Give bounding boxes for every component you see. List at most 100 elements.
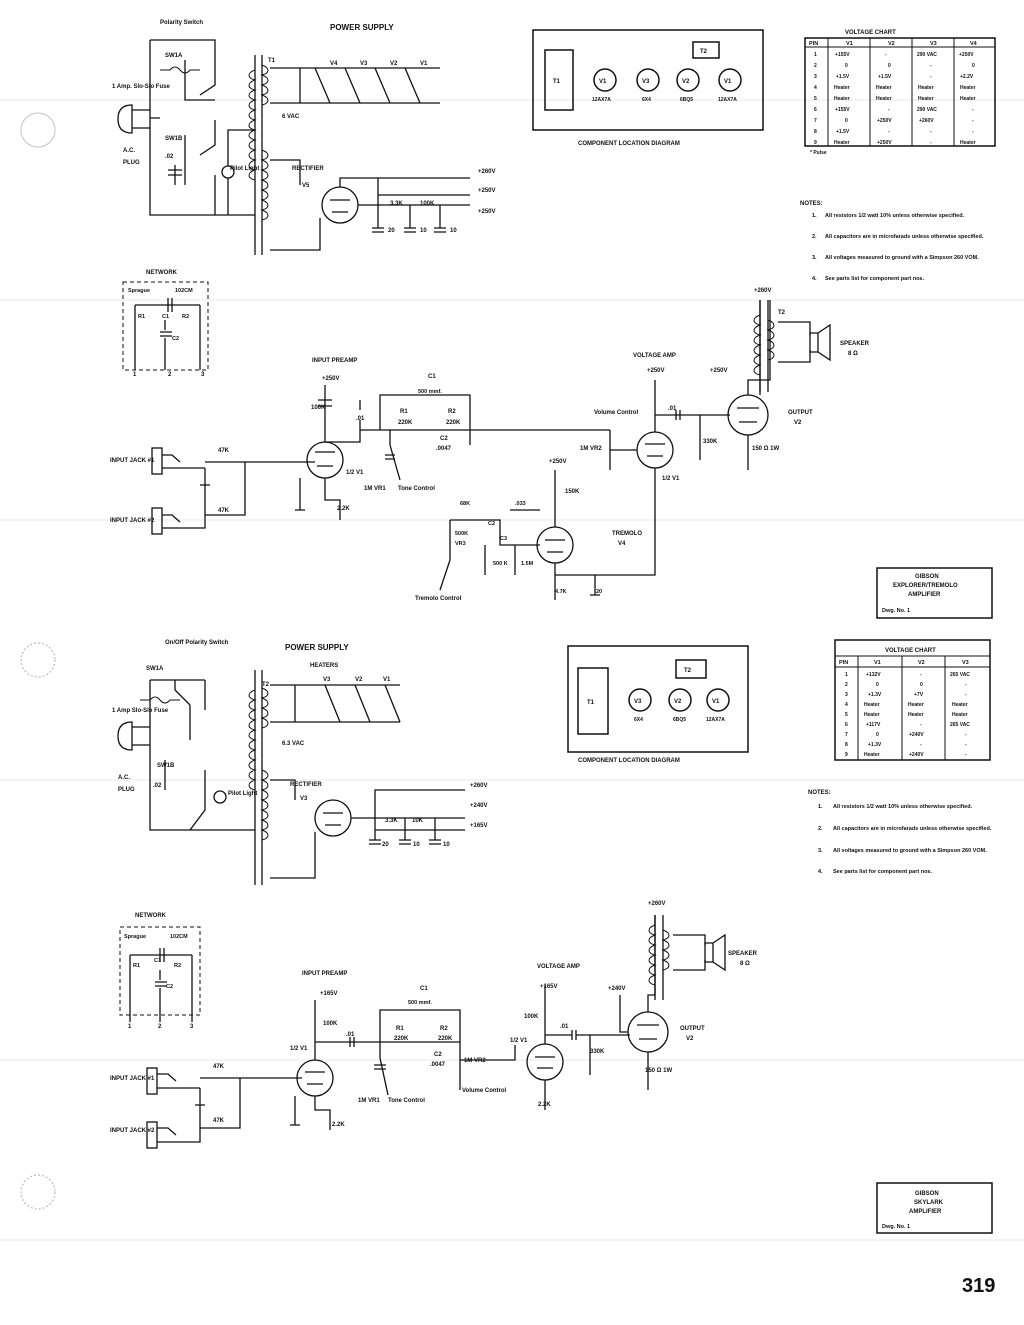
- upper-vc-cell: 0: [845, 63, 848, 69]
- upper-layout-tube-1-name: V1: [599, 79, 607, 85]
- upper-voltage-chart-grid: [805, 38, 995, 146]
- lower-heater-tube-3: V1: [383, 677, 391, 683]
- upper-polarity-switch-label: Polarity Switch: [160, 20, 203, 26]
- upper-layout-tube-4-name: V1: [724, 79, 732, 85]
- lower-cap-2: 10: [413, 842, 420, 848]
- lower-layout-tube-3-name: V1: [712, 699, 720, 705]
- upper-preamp-tube-icon: [306, 441, 344, 479]
- upper-sw1a-label: SW1A: [165, 53, 183, 59]
- lower-sw1b-label: SW1B: [157, 763, 175, 769]
- binder-holes: [20, 112, 56, 1210]
- upper-rectifier-tube-icon: [321, 186, 359, 224]
- upper-network-r2: R2: [182, 314, 189, 320]
- lower-c2-value: .0047: [430, 1062, 446, 1068]
- upper-input-jack-1: INPUT JACK #1: [110, 458, 155, 464]
- upper-vc-cell: 290 VAC: [917, 52, 937, 58]
- lower-vc-cell: 265 VAC: [950, 722, 970, 728]
- lower-layout-t1-label: T1: [587, 700, 595, 706]
- upper-trem-part-4: C2: [488, 521, 495, 527]
- lower-preamp-wiring: [290, 1000, 516, 1130]
- lower-cap-02: .02: [153, 783, 162, 789]
- upper-layout-tube-4: [718, 68, 742, 92]
- upper-vc-cell: +2.2V: [960, 74, 974, 80]
- lower-layout-tube-1: [628, 688, 652, 712]
- lower-vc-h1: V1: [874, 660, 881, 666]
- lower-volume-control: Volume Control: [462, 1088, 507, 1094]
- lower-vr1: 1M VR1: [358, 1098, 380, 1104]
- upper-r100k: 100K: [311, 405, 326, 411]
- lower-switch-label: On/Off Polarity Switch: [165, 640, 229, 646]
- upper-vc-cell: Heater: [960, 96, 976, 102]
- lower-fuse-icon: [140, 696, 180, 704]
- upper-vc-cell: 1: [814, 52, 817, 58]
- lower-c01-a: .01: [346, 1032, 355, 1038]
- lower-title-dwg: Dwg. No. 1: [882, 1224, 910, 1230]
- upper-vc-cell: -: [972, 107, 974, 113]
- upper-r2: R2: [448, 409, 456, 415]
- lower-speaker-label: SPEAKER: [728, 951, 758, 957]
- lower-vc-cell: +240V: [909, 752, 924, 758]
- lower-r1: R1: [396, 1026, 404, 1032]
- lower-r47k-b: 47K: [213, 1118, 225, 1124]
- lower-speaker-icon: [704, 933, 726, 972]
- upper-vc-cell: 0: [845, 118, 848, 124]
- upper-vc-cell: +1.5V: [836, 74, 850, 80]
- upper-network-title: NETWORK: [146, 270, 178, 276]
- lower-network: NETWORK Sprague 102CM R1 C1 R2 C2 1 2 3: [119, 913, 201, 1030]
- upper-layout-tube-1-type: 12AX7A: [592, 97, 611, 103]
- lower-network-c1: C1: [154, 958, 161, 964]
- lower-vc-cell: 0: [876, 732, 879, 738]
- upper-r22k: 2.2K: [337, 506, 350, 512]
- upper-layout-t1: [544, 49, 574, 111]
- upper-layout-t1-label: T1: [553, 79, 561, 85]
- upper-power-supply-title: POWER SUPPLY: [330, 23, 394, 32]
- upper-fuse-label: 1 Amp. Slo-Slo Fuse: [112, 84, 170, 90]
- lower-vc-cell: +7V: [914, 692, 924, 698]
- upper-layout-tube-3: [676, 68, 700, 92]
- lower-notes-num-1: 1.: [818, 804, 823, 810]
- upper-layout-t2: [692, 41, 720, 59]
- upper-preamp-wiring: [295, 385, 610, 520]
- lower-output-wiring: [619, 915, 659, 1090]
- lower-voltage-amp-wiring: [535, 985, 630, 1110]
- lower-network-title: NETWORK: [135, 913, 167, 919]
- upper-bplus-preamp: +250V: [322, 376, 340, 382]
- lower-amplifier: INPUT PREAMP VOLTAGE AMP INPUT JACK #1 I…: [110, 901, 758, 1149]
- lower-vc-cell: 3: [845, 692, 848, 698]
- lower-ac-plug-icon: [117, 721, 150, 751]
- upper-vc-cell: Heater: [960, 85, 976, 91]
- upper-note-4: See parts list for component part nos.: [825, 276, 924, 282]
- lower-vc-cell: -: [965, 742, 967, 748]
- lower-title-line1: GIBSON: [915, 1191, 939, 1197]
- lower-t2-core: [254, 670, 263, 885]
- upper-c01-a: .01: [356, 416, 365, 422]
- upper-amplifier: INPUT PREAMP VOLTAGE AMP INPUT JACK #1 I…: [110, 288, 870, 602]
- upper-network-pin-2: 2: [168, 372, 172, 378]
- upper-vc-footnote: * Pulse: [810, 150, 827, 156]
- upper-res-1: 3.3K: [390, 201, 403, 207]
- upper-r47k-b: 47K: [218, 508, 230, 514]
- upper-vc-cell: +250V: [877, 140, 892, 146]
- lower-rectifier-label: RECTIFIER: [290, 782, 322, 788]
- lower-voltage-amp-label: VOLTAGE AMP: [537, 964, 580, 970]
- upper-r47k-a: 47K: [218, 448, 230, 454]
- lower-cap-3: 10: [443, 842, 450, 848]
- upper-schematic: POWER SUPPLY Polarity Switch SW1A SW1B 1…: [110, 20, 996, 619]
- upper-cap-symbol: [168, 165, 182, 185]
- upper-output-tube-icon: [727, 394, 769, 436]
- upper-network-maker: Sprague: [128, 288, 150, 294]
- lower-bplus-output: +240V: [608, 986, 626, 992]
- lower-network-part: 102CM: [170, 934, 188, 940]
- lower-layout-frame: [567, 645, 749, 753]
- lower-layout-t2: [675, 659, 707, 679]
- upper-bplus-output: +250V: [710, 368, 728, 374]
- lower-vc-cell: 5: [845, 712, 848, 718]
- lower-notes-num-2: 2.: [818, 826, 823, 832]
- lower-sw1a-label: SW1A: [146, 666, 164, 672]
- lower-vc-cell: +1.3V: [868, 742, 882, 748]
- upper-c1-value: 500 mmf.: [418, 389, 442, 395]
- upper-bplus-voltage: +250V: [647, 368, 665, 374]
- upper-vc-cell: -: [885, 52, 887, 58]
- lower-component-layout: T1 T2 V3 V2 V1 6X4 6BQ5 12AX7A COMPONENT…: [567, 645, 749, 764]
- lower-heater-tube-1: V3: [323, 677, 331, 683]
